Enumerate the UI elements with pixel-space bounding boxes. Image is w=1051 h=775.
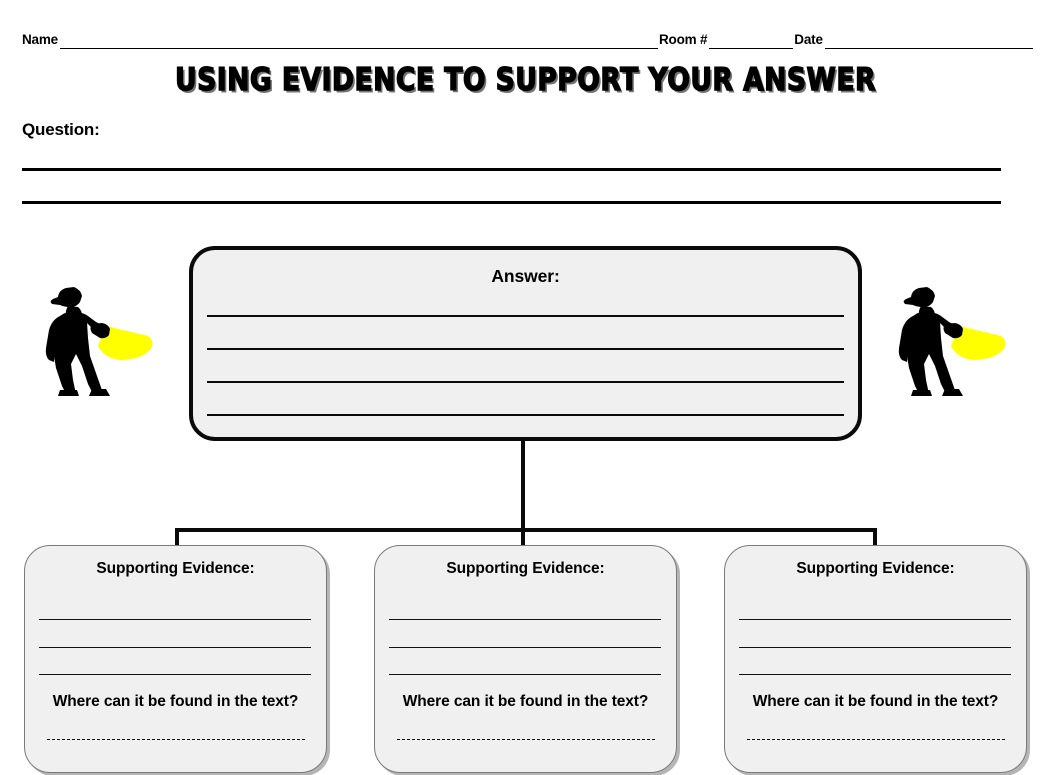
date-label: Date bbox=[794, 32, 823, 47]
connector-stem bbox=[521, 441, 525, 531]
evidence-write-line-3[interactable] bbox=[389, 674, 661, 675]
answer-write-line-3[interactable] bbox=[207, 381, 844, 383]
answer-write-line-2[interactable] bbox=[207, 348, 844, 350]
evidence-write-line-3[interactable] bbox=[739, 674, 1011, 675]
answer-label: Answer: bbox=[491, 266, 560, 286]
where-found-label: Where can it be found in the text? bbox=[52, 693, 299, 710]
evidence-write-line-2[interactable] bbox=[389, 647, 661, 648]
student-info-row: Name Room # Date bbox=[22, 27, 1033, 49]
question-write-line-2[interactable] bbox=[22, 201, 1001, 204]
connector-drop-left bbox=[175, 528, 179, 550]
question-write-line-1[interactable] bbox=[22, 168, 1001, 171]
evidence-write-line-1[interactable] bbox=[39, 619, 311, 620]
evidence-write-line-3[interactable] bbox=[39, 674, 311, 675]
room-write-line[interactable] bbox=[709, 34, 794, 49]
supporting-evidence-label: Supporting Evidence: bbox=[96, 560, 255, 577]
answer-box[interactable]: Answer: bbox=[189, 246, 862, 441]
where-found-write-line[interactable] bbox=[747, 739, 1005, 740]
evidence-write-line-2[interactable] bbox=[739, 647, 1011, 648]
supporting-evidence-box[interactable]: Supporting Evidence: Where can it be fou… bbox=[724, 545, 1027, 773]
name-write-line[interactable] bbox=[59, 34, 658, 49]
detective-with-flashlight-icon bbox=[32, 280, 160, 398]
date-write-line[interactable] bbox=[824, 34, 1033, 49]
connector-drop-center bbox=[521, 528, 525, 550]
answer-write-line-1[interactable] bbox=[207, 315, 844, 317]
where-found-write-line[interactable] bbox=[397, 739, 655, 740]
evidence-write-line-1[interactable] bbox=[739, 619, 1011, 620]
page-title: USING EVIDENCE TO SUPPORT YOUR ANSWER bbox=[174, 61, 876, 98]
detective-with-flashlight-icon bbox=[885, 280, 1013, 398]
connector-drop-right bbox=[873, 528, 877, 550]
where-found-label: Where can it be found in the text? bbox=[402, 693, 649, 710]
question-label: Question: bbox=[22, 120, 100, 139]
supporting-evidence-label: Supporting Evidence: bbox=[446, 560, 605, 577]
connector-horizontal-bar bbox=[175, 528, 877, 532]
evidence-write-line-2[interactable] bbox=[39, 647, 311, 648]
evidence-write-line-1[interactable] bbox=[389, 619, 661, 620]
supporting-evidence-box[interactable]: Supporting Evidence: Where can it be fou… bbox=[374, 545, 677, 773]
room-label: Room # bbox=[658, 32, 708, 47]
answer-write-line-4[interactable] bbox=[207, 414, 844, 416]
supporting-evidence-label: Supporting Evidence: bbox=[796, 560, 955, 577]
where-found-label: Where can it be found in the text? bbox=[752, 693, 999, 710]
name-label: Name bbox=[22, 32, 58, 47]
supporting-evidence-box[interactable]: Supporting Evidence: Where can it be fou… bbox=[24, 545, 327, 773]
where-found-write-line[interactable] bbox=[47, 739, 305, 740]
